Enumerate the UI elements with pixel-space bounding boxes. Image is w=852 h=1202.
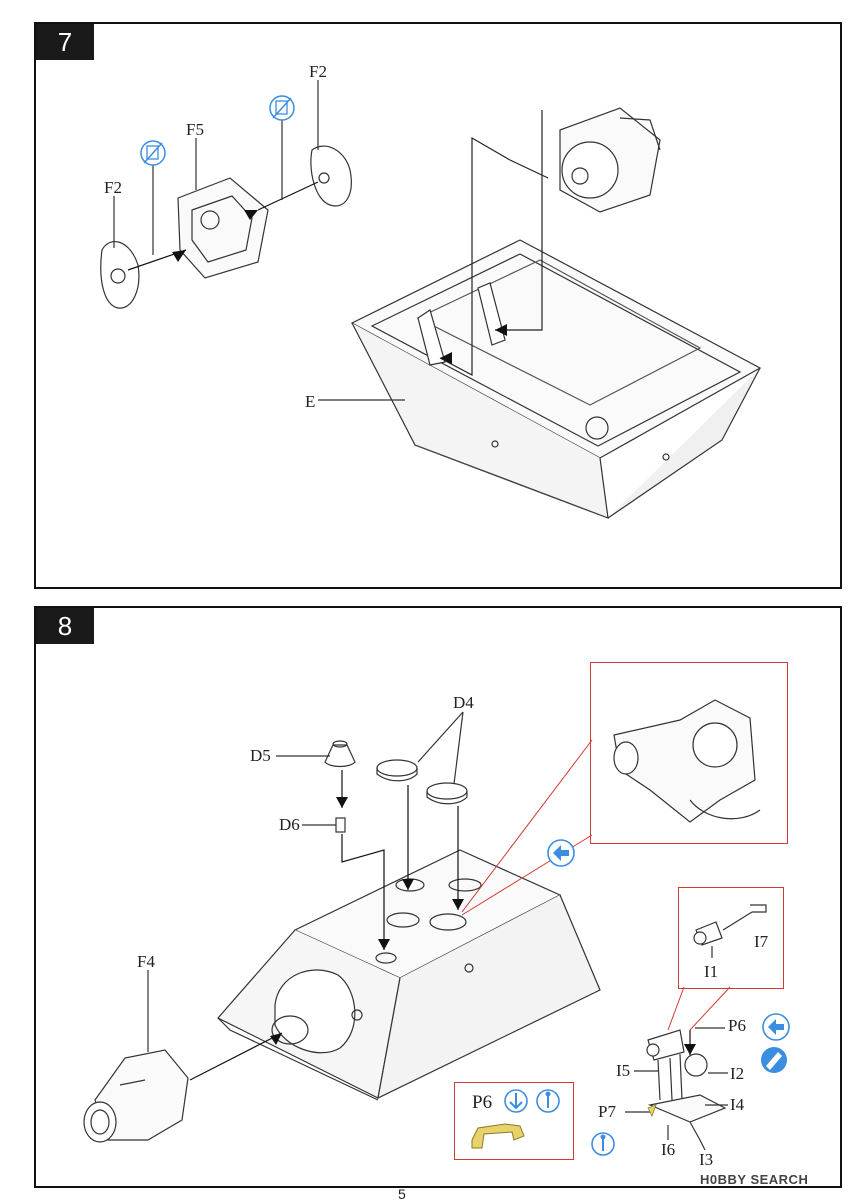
label-i2: I2: [730, 1064, 745, 1083]
label-f2-left: F2: [104, 178, 122, 197]
bend-icon: [536, 1089, 560, 1113]
fold-down-icon: [504, 1089, 528, 1113]
step-number: 7: [36, 24, 94, 60]
watermark: H0BBY SEARCH: [700, 1172, 809, 1187]
flip-icon: [547, 839, 575, 867]
label-d6: D6: [279, 815, 300, 834]
label-d4: D4: [453, 693, 474, 712]
label-d5: D5: [250, 746, 271, 765]
part-d6: [335, 817, 346, 833]
flip-icon: [762, 1013, 790, 1041]
part-d4: [376, 759, 418, 777]
label-i7: I7: [754, 932, 769, 951]
mantlet: [274, 969, 356, 1054]
no-glue-icon: [140, 140, 166, 166]
label-e: E: [305, 392, 316, 411]
label-p6-box: P6: [472, 1092, 493, 1113]
part-p6: [471, 1123, 525, 1149]
label-p7: P7: [598, 1102, 616, 1121]
part-f2-top: [310, 145, 352, 207]
part-d4: [426, 782, 468, 800]
paint-icon: [761, 1047, 787, 1073]
no-glue-icon: [269, 95, 295, 121]
page-number: 5: [398, 1186, 406, 1202]
label-f5: F5: [186, 120, 204, 139]
label-f2-top: F2: [309, 62, 327, 81]
label-i5: I5: [616, 1061, 631, 1080]
bend-icon: [591, 1132, 615, 1156]
part-d5: [324, 744, 356, 768]
part-f5: [177, 177, 269, 279]
label-i1: I1: [704, 962, 719, 981]
step-7-diagram: [100, 80, 762, 519]
label-i6: I6: [661, 1140, 676, 1159]
label-i4: I4: [730, 1095, 745, 1114]
label-i3: I3: [699, 1150, 714, 1169]
part-f2-left: [100, 240, 140, 309]
label-f4: F4: [137, 952, 155, 971]
step-number: 8: [36, 608, 94, 644]
part-f4: [94, 1049, 189, 1141]
label-p6-right: P6: [728, 1016, 746, 1035]
